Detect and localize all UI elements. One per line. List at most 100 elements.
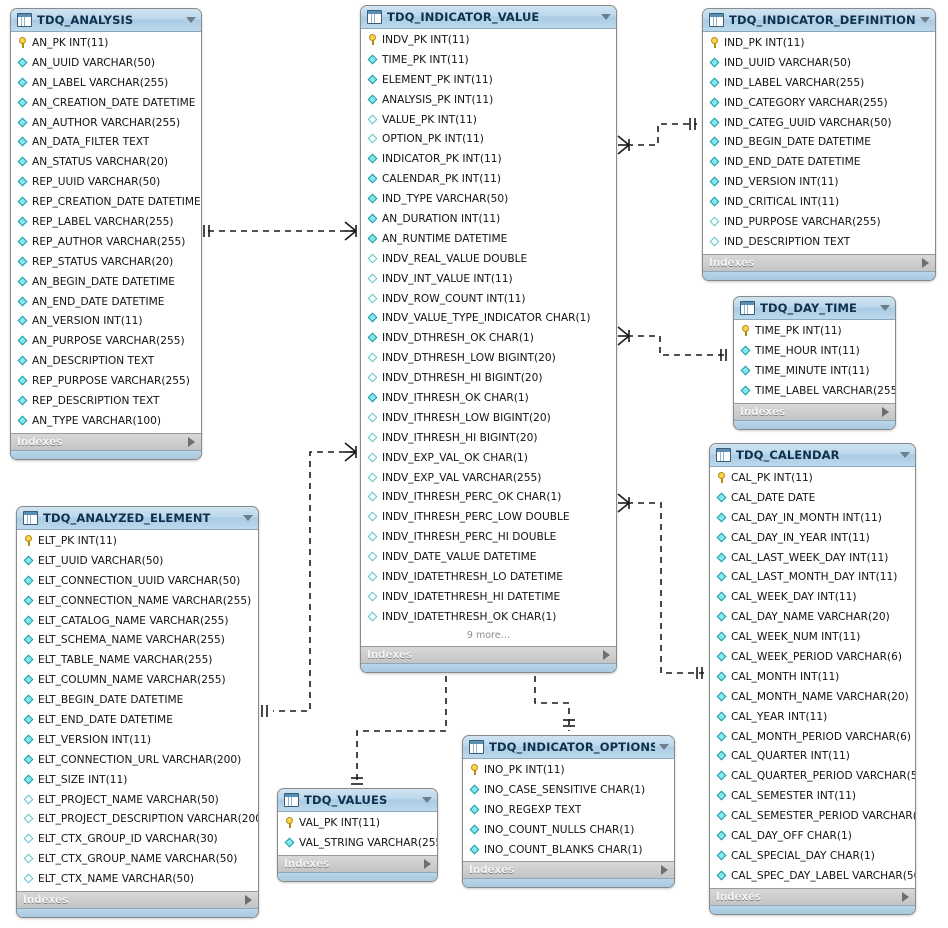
column-row[interactable]: ELT_BEGIN_DATE DATETIME <box>17 690 258 710</box>
column-row[interactable]: ELT_TABLE_NAME VARCHAR(255) <box>17 650 258 670</box>
column-row[interactable]: AN_DURATION INT(11) <box>361 209 616 229</box>
entity-header-tdq_indicator_options[interactable]: TDQ_INDICATOR_OPTIONS <box>463 736 674 759</box>
entity-header-tdq_calendar[interactable]: TDQ_CALENDAR <box>710 444 915 467</box>
more-columns-label[interactable]: 9 more… <box>466 629 511 641</box>
column-row[interactable]: AN_PURPOSE VARCHAR(255) <box>11 331 201 351</box>
expand-right-icon[interactable] <box>902 891 909 902</box>
chevron-down-icon[interactable] <box>422 797 432 803</box>
chevron-down-icon[interactable] <box>659 744 669 750</box>
indexes-bar-tdq_analyzed_element[interactable]: Indexes <box>17 891 258 909</box>
column-row[interactable]: VALUE_PK INT(11) <box>361 110 616 130</box>
column-row[interactable]: INDV_IDATETHRESH_LO DATETIME <box>361 567 616 587</box>
expand-right-icon[interactable] <box>188 436 195 447</box>
column-row[interactable]: TIME_PK INT(11) <box>361 50 616 70</box>
column-row[interactable]: REP_AUTHOR VARCHAR(255) <box>11 232 201 252</box>
column-row[interactable]: AN_CREATION_DATE DATETIME <box>11 93 201 113</box>
column-row[interactable]: INDV_IDATETHRESH_HI DATETIME <box>361 587 616 607</box>
indexes-bar-tdq_indicator_options[interactable]: Indexes <box>463 861 674 879</box>
column-row[interactable]: TIME_MINUTE INT(11) <box>734 361 895 381</box>
chevron-down-icon[interactable] <box>186 17 196 23</box>
column-row[interactable]: IND_TYPE VARCHAR(50) <box>361 189 616 209</box>
column-row[interactable]: INDV_ITHRESH_PERC_LOW DOUBLE <box>361 507 616 527</box>
column-row[interactable]: CAL_PK INT(11) <box>710 468 915 488</box>
column-row[interactable]: ELT_CONNECTION_URL VARCHAR(200) <box>17 750 258 770</box>
column-row[interactable]: REP_PURPOSE VARCHAR(255) <box>11 371 201 391</box>
column-row[interactable]: CAL_MONTH_PERIOD VARCHAR(6) <box>710 727 915 747</box>
column-row[interactable]: ELT_CTX_NAME VARCHAR(50) <box>17 869 258 889</box>
column-row[interactable]: INDV_EXP_VAL_OK CHAR(1) <box>361 448 616 468</box>
column-row[interactable]: INDV_INT_VALUE INT(11) <box>361 269 616 289</box>
chevron-down-icon[interactable] <box>880 305 890 311</box>
column-row[interactable]: ELT_CTX_GROUP_NAME VARCHAR(50) <box>17 849 258 869</box>
column-row[interactable]: INDICATOR_PK INT(11) <box>361 149 616 169</box>
column-row[interactable]: REP_STATUS VARCHAR(20) <box>11 252 201 272</box>
column-row[interactable]: INDV_DATE_VALUE DATETIME <box>361 547 616 567</box>
entity-header-tdq_analyzed_element[interactable]: TDQ_ANALYZED_ELEMENT <box>17 507 258 530</box>
expand-right-icon[interactable] <box>424 858 431 869</box>
column-row[interactable]: REP_UUID VARCHAR(50) <box>11 172 201 192</box>
chevron-down-icon[interactable] <box>601 14 611 20</box>
column-row[interactable]: AN_LABEL VARCHAR(255) <box>11 73 201 93</box>
column-row[interactable]: CAL_SEMESTER INT(11) <box>710 786 915 806</box>
column-row[interactable]: CAL_SPECIAL_DAY CHAR(1) <box>710 846 915 866</box>
column-row[interactable]: CALENDAR_PK INT(11) <box>361 169 616 189</box>
column-row[interactable]: ELT_PROJECT_DESCRIPTION VARCHAR(200) <box>17 809 258 829</box>
column-row[interactable]: CAL_QUARTER INT(11) <box>710 746 915 766</box>
column-row[interactable]: OPTION_PK INT(11) <box>361 129 616 149</box>
column-row[interactable]: IND_END_DATE DATETIME <box>703 152 935 172</box>
column-row[interactable]: TIME_PK INT(11) <box>734 321 895 341</box>
column-row[interactable]: ELT_PK INT(11) <box>17 531 258 551</box>
column-row[interactable]: CAL_QUARTER_PERIOD VARCHAR(5) <box>710 766 915 786</box>
indexes-bar-tdq_analysis[interactable]: Indexes <box>11 432 201 450</box>
expand-right-icon[interactable] <box>661 865 668 876</box>
column-row[interactable]: AN_BEGIN_DATE DATETIME <box>11 272 201 292</box>
column-row[interactable]: IND_UUID VARCHAR(50) <box>703 53 935 73</box>
indexes-bar-tdq_indicator_definition[interactable]: Indexes <box>703 253 935 271</box>
column-row[interactable]: CAL_DAY_IN_MONTH INT(11) <box>710 508 915 528</box>
column-row[interactable]: CAL_YEAR INT(11) <box>710 707 915 727</box>
column-row[interactable]: REP_LABEL VARCHAR(255) <box>11 212 201 232</box>
column-row[interactable]: CAL_MONTH_NAME VARCHAR(20) <box>710 687 915 707</box>
column-row[interactable]: REP_CREATION_DATE DATETIME <box>11 192 201 212</box>
column-row[interactable]: CAL_WEEK_PERIOD VARCHAR(6) <box>710 647 915 667</box>
column-row[interactable]: INDV_ITHRESH_PERC_HI DOUBLE <box>361 527 616 547</box>
column-row[interactable]: INDV_EXP_VAL VARCHAR(255) <box>361 468 616 488</box>
column-row[interactable]: INO_REGEXP TEXT <box>463 800 674 820</box>
column-row[interactable]: IND_DESCRIPTION TEXT <box>703 232 935 252</box>
expand-right-icon[interactable] <box>922 257 929 268</box>
column-row[interactable]: ELT_CATALOG_NAME VARCHAR(255) <box>17 611 258 631</box>
column-row[interactable]: ELT_VERSION INT(11) <box>17 730 258 750</box>
column-row[interactable]: IND_LABEL VARCHAR(255) <box>703 73 935 93</box>
column-row[interactable]: INO_COUNT_NULLS CHAR(1) <box>463 820 674 840</box>
column-row[interactable]: ELT_SIZE INT(11) <box>17 770 258 790</box>
indexes-bar-tdq_day_time[interactable]: Indexes <box>734 402 895 420</box>
column-row[interactable]: REP_DESCRIPTION TEXT <box>11 391 201 411</box>
column-row[interactable]: IND_VERSION INT(11) <box>703 172 935 192</box>
entity-header-tdq_values[interactable]: TDQ_VALUES <box>278 789 437 812</box>
column-row[interactable]: INDV_DTHRESH_OK CHAR(1) <box>361 328 616 348</box>
column-row[interactable]: AN_PK INT(11) <box>11 33 201 53</box>
entity-header-tdq_indicator_value[interactable]: TDQ_INDICATOR_VALUE <box>361 6 616 29</box>
column-row[interactable]: ELT_PROJECT_NAME VARCHAR(50) <box>17 790 258 810</box>
chevron-down-icon[interactable] <box>920 17 930 23</box>
column-row[interactable]: CAL_DAY_OFF CHAR(1) <box>710 826 915 846</box>
column-row[interactable]: AN_DATA_FILTER TEXT <box>11 132 201 152</box>
column-row[interactable]: TIME_LABEL VARCHAR(255) <box>734 381 895 401</box>
column-row[interactable]: CAL_SPEC_DAY_LABEL VARCHAR(50) <box>710 866 915 886</box>
column-row[interactable]: IND_PK INT(11) <box>703 33 935 53</box>
column-row[interactable]: IND_PURPOSE VARCHAR(255) <box>703 212 935 232</box>
column-row[interactable]: CAL_LAST_MONTH_DAY INT(11) <box>710 567 915 587</box>
column-row[interactable]: AN_AUTHOR VARCHAR(255) <box>11 113 201 133</box>
expand-right-icon[interactable] <box>882 406 889 417</box>
entity-header-tdq_indicator_definition[interactable]: TDQ_INDICATOR_DEFINITION <box>703 9 935 32</box>
column-row[interactable]: TIME_HOUR INT(11) <box>734 341 895 361</box>
column-row[interactable]: INDV_ITHRESH_LOW BIGINT(20) <box>361 408 616 428</box>
column-row[interactable]: CAL_DAY_IN_YEAR INT(11) <box>710 528 915 548</box>
chevron-down-icon[interactable] <box>243 515 253 521</box>
